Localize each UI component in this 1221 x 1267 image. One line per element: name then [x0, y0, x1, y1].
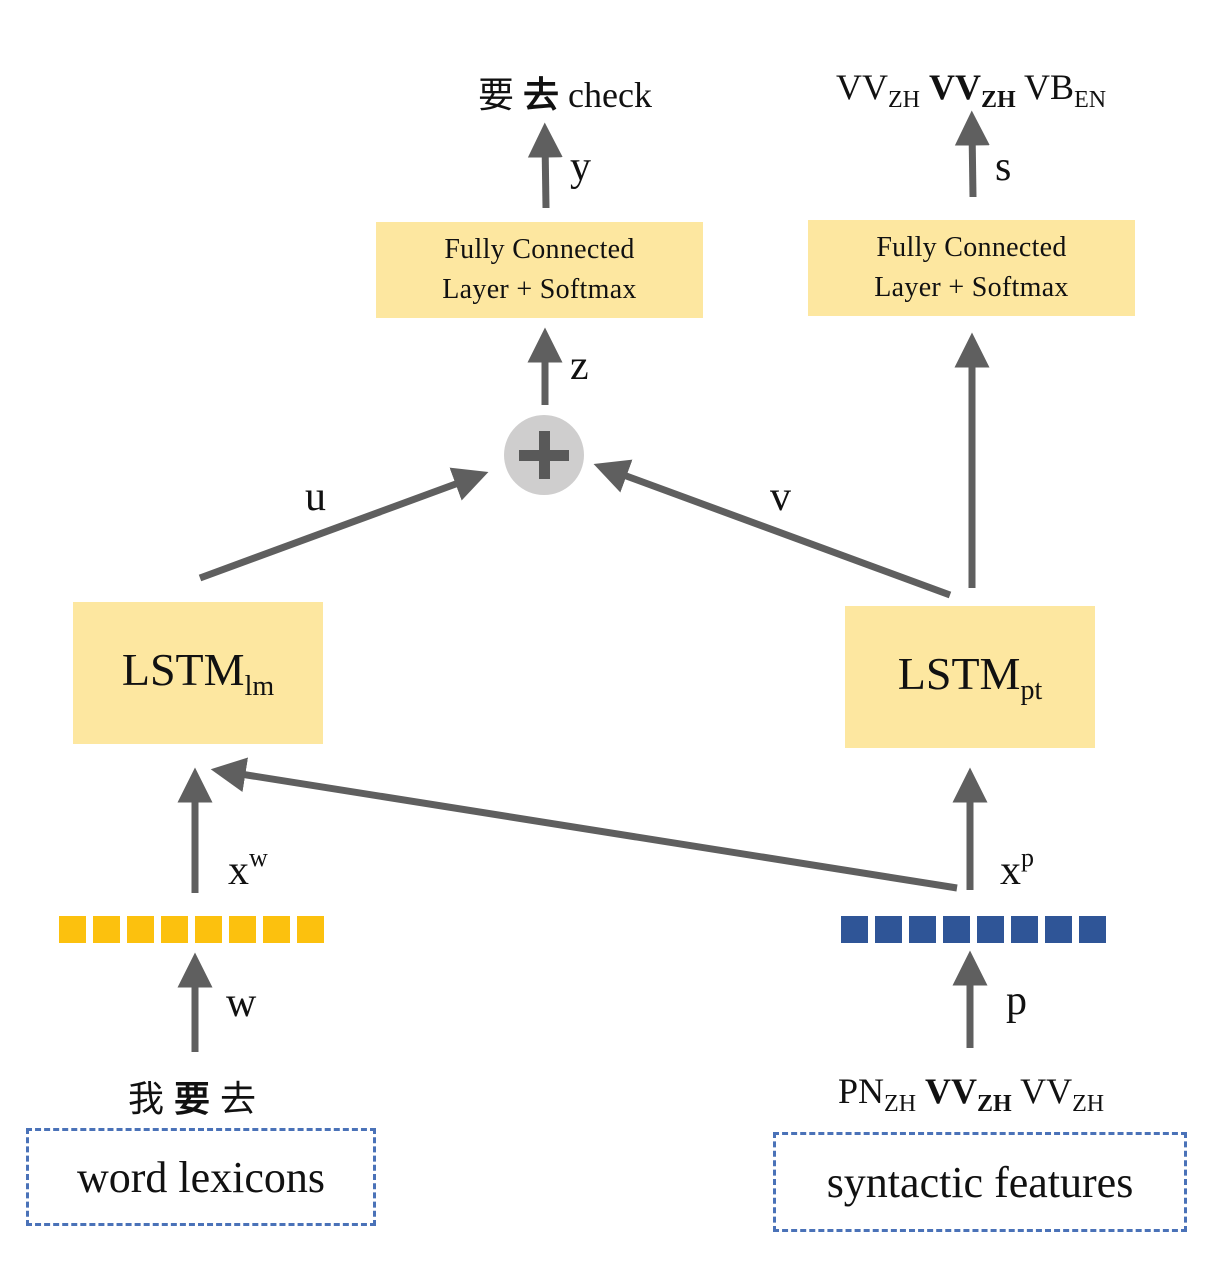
tag-sub-bold: ZH	[977, 1091, 1012, 1117]
xw-label: xw	[228, 843, 268, 894]
syntactic-features-box: syntactic features	[773, 1132, 1187, 1232]
pos-embedding-cell	[1045, 916, 1072, 943]
pos-embedding-cell	[1079, 916, 1106, 943]
word-embedding-cell	[297, 916, 324, 943]
arrow-y	[527, 122, 563, 209]
w-label: w	[226, 980, 257, 1026]
tag: VV	[1020, 1071, 1073, 1111]
right-input-sequence: PNZH VVZH VVZH	[838, 1070, 1104, 1118]
tag-sub: ZH	[1072, 1091, 1105, 1117]
tag-sub: ZH	[884, 1091, 917, 1117]
plus-icon	[504, 415, 584, 495]
v-label: v	[770, 474, 791, 520]
tag-bold: VV	[925, 1071, 978, 1111]
word-embedding-cell	[263, 916, 290, 943]
left-output-sequence: 要 去 check	[478, 66, 652, 118]
left-input-sequence: 我要去	[128, 1070, 266, 1122]
output-token-bold: 去	[523, 75, 560, 115]
input-token: 我	[128, 1079, 175, 1119]
x-main: x	[228, 848, 249, 894]
word-embedding-cell	[59, 916, 86, 943]
fc-line2: Layer + Softmax	[442, 274, 637, 305]
lstm-lm-subscript: lm	[244, 671, 275, 702]
word-embedding-cell	[195, 916, 222, 943]
x-sup: w	[249, 843, 268, 872]
y-label: y	[570, 144, 591, 190]
word-embedding-cell	[229, 916, 256, 943]
word-embedding-cell	[161, 916, 188, 943]
tag: PN	[838, 1071, 885, 1111]
input-token-bold: 要	[174, 1079, 221, 1119]
right-output-sequence: VVZH VVZH VBEN	[836, 66, 1106, 114]
arrow-u	[198, 467, 489, 582]
input-token: 去	[220, 1079, 267, 1119]
pos-embedding-cell	[909, 916, 936, 943]
word-lexicons-box: word lexicons	[26, 1128, 376, 1226]
output-token: 要	[478, 75, 515, 115]
fc-line2: Layer + Softmax	[874, 272, 1069, 303]
lstm-pt-box: LSTMpt	[845, 606, 1095, 748]
tag-sub-bold: ZH	[981, 87, 1016, 113]
fc-line1: Fully Connected	[876, 232, 1067, 263]
output-token: check	[568, 75, 652, 115]
arrow-v	[593, 459, 952, 599]
tag: VV	[836, 67, 888, 107]
x-sup: p	[1021, 843, 1034, 872]
word-embedding-cells	[59, 916, 324, 943]
lstm-lm-title: LSTM	[121, 644, 245, 695]
tag-bold: VV	[929, 67, 981, 107]
p-label: p	[1006, 978, 1027, 1024]
x-main: x	[1000, 848, 1021, 894]
word-embedding-cell	[93, 916, 120, 943]
lstm-pt-subscript: pt	[1020, 675, 1043, 706]
fc-line1: Fully Connected	[444, 234, 635, 265]
tag-sub: EN	[1074, 87, 1107, 113]
z-label: z	[570, 343, 589, 389]
u-label: u	[305, 474, 326, 520]
pos-embedding-cell	[841, 916, 868, 943]
s-label: s	[995, 144, 1012, 190]
tag: VB	[1024, 67, 1075, 107]
word-embedding-cell	[127, 916, 154, 943]
pos-embedding-cell	[875, 916, 902, 943]
arrow-s	[954, 110, 990, 198]
arrow-xp-to-lstm-lm	[210, 757, 958, 892]
pos-embedding-cell	[977, 916, 1004, 943]
pos-embedding-cell	[1011, 916, 1038, 943]
lstm-pt-title: LSTM	[897, 648, 1021, 699]
pos-embedding-cell	[943, 916, 970, 943]
xp-label: xp	[1000, 843, 1034, 894]
pos-embedding-cells	[841, 916, 1106, 943]
tag-sub: ZH	[888, 87, 920, 113]
lstm-lm-box: LSTMlm	[73, 602, 323, 744]
